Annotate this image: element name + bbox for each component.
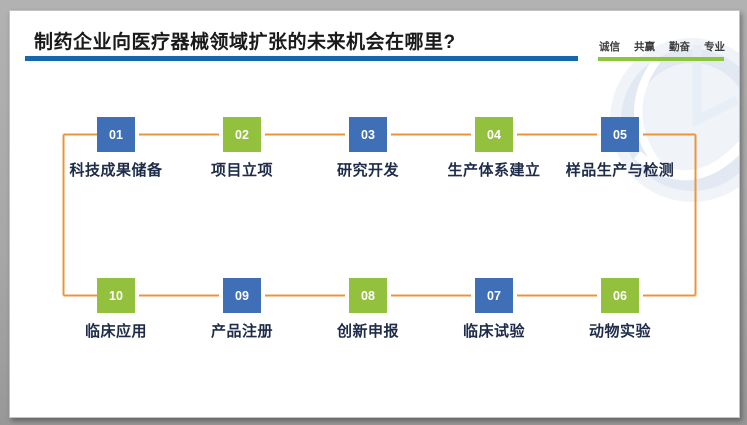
flow-step-06: 06 动物实验 <box>550 278 690 341</box>
title-underline <box>25 56 578 61</box>
step-label: 临床试验 <box>462 323 525 340</box>
step-label: 项目立项 <box>210 162 273 179</box>
flow-step-04: 04 生产体系建立 <box>424 117 564 180</box>
step-number-box: 03 <box>349 117 387 152</box>
step-label: 研究开发 <box>336 162 399 179</box>
flow-step-03: 03 研究开发 <box>298 117 438 180</box>
step-label: 样品生产与检测 <box>565 162 675 179</box>
step-number-box: 02 <box>223 117 261 152</box>
company-values: 诚信 共赢 勤奋 专业 <box>599 39 725 54</box>
step-number-box: 05 <box>601 117 639 152</box>
logo-watermark-icon <box>610 38 739 202</box>
step-number-box: 01 <box>97 117 135 152</box>
flow-step-02: 02 项目立项 <box>172 117 312 180</box>
step-number-box: 09 <box>223 278 261 313</box>
step-number-box: 07 <box>475 278 513 313</box>
flow-step-07: 07 临床试验 <box>424 278 564 341</box>
step-number-box: 08 <box>349 278 387 313</box>
flow-step-09: 09 产品注册 <box>172 278 312 341</box>
step-number-box: 04 <box>475 117 513 152</box>
flow-step-10: 10 临床应用 <box>46 278 186 341</box>
flow-step-01: 01 科技成果储备 <box>46 117 186 180</box>
values-underline <box>598 57 724 61</box>
value-word: 共赢 <box>634 41 655 53</box>
page-title: 制药企业向医疗器械领域扩张的未来机会在哪里? <box>34 32 456 53</box>
step-label: 产品注册 <box>210 323 273 340</box>
step-label: 科技成果储备 <box>69 162 163 179</box>
step-label: 临床应用 <box>84 323 147 340</box>
flow-step-05: 05 样品生产与检测 <box>550 117 690 180</box>
step-number-box: 06 <box>601 278 639 313</box>
step-label: 生产体系建立 <box>447 162 541 179</box>
value-word: 诚信 <box>599 41 620 53</box>
value-word: 勤奋 <box>669 41 690 53</box>
value-word: 专业 <box>704 41 725 53</box>
slide-canvas: 制药企业向医疗器械领域扩张的未来机会在哪里? 诚信 共赢 勤奋 专业 <box>9 10 740 418</box>
flow-step-08: 08 创新申报 <box>298 278 438 341</box>
step-label: 创新申报 <box>336 323 399 340</box>
step-label: 动物实验 <box>588 323 651 340</box>
step-number-box: 10 <box>97 278 135 313</box>
